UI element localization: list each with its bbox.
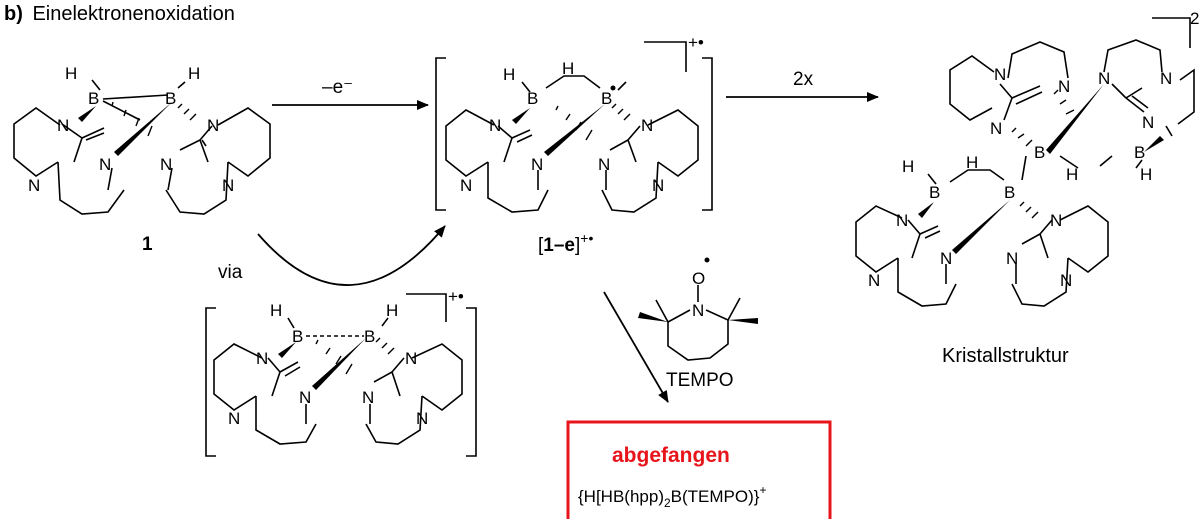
wedge-bond (918, 202, 934, 218)
hashed-bond (1019, 201, 1039, 219)
atom-h: H (902, 157, 914, 176)
atom-n: N (160, 155, 172, 174)
panel-label: b) (4, 3, 23, 25)
atom-b: B (364, 327, 375, 346)
radical-cation-label: [1–e]+• (538, 230, 593, 256)
atom-n: N (994, 65, 1006, 84)
atom-n: N (207, 116, 219, 135)
molecule-intermediate (213, 317, 463, 445)
atom-n: N (489, 116, 501, 135)
hashed-bond (1011, 89, 1075, 147)
atom-n: N (57, 116, 69, 135)
atom-b: B (1034, 143, 1045, 162)
wedge-bond (512, 108, 530, 124)
wedge-bond (312, 338, 366, 390)
atom-n: N (1058, 77, 1070, 96)
trapping-arrow (603, 291, 669, 403)
atom-h: H (386, 301, 398, 320)
atom-h: H (65, 64, 77, 83)
atom-b: B (527, 89, 538, 108)
atom-n: N (222, 176, 234, 195)
atom-h: H (1066, 165, 1078, 184)
wedge-bond (114, 102, 172, 156)
atom-b: B (1134, 143, 1145, 162)
atom-b: B (1004, 183, 1015, 202)
atom-n: N (1060, 271, 1072, 290)
atom-n: N (896, 211, 908, 230)
svg-text:b) Einelektronenoxidation: b) Einelektronenoxidation (4, 3, 235, 25)
atom-n: N (531, 155, 543, 174)
atom-n: N (990, 119, 1002, 138)
compound-1-label: 1 (142, 234, 153, 255)
atom-h: H (188, 64, 200, 83)
atom-n: N (228, 409, 240, 428)
molecule-radical-cation (445, 75, 699, 213)
trapped-product-box (566, 420, 832, 519)
radical-charge: +• (688, 33, 704, 52)
atom-h: H (966, 153, 978, 172)
trapped-title: abgefangen (612, 444, 730, 467)
atom-n: N (460, 176, 472, 195)
atom-n: N (652, 176, 664, 195)
atom-b: B (601, 89, 612, 108)
tempo-label: TEMPO (666, 370, 734, 391)
panel-title: Einelektronenoxidation (32, 3, 234, 25)
atom-h: H (562, 59, 574, 78)
wedge-bond (638, 312, 668, 322)
hashed-bond (315, 337, 395, 375)
wedge-bond (952, 200, 1010, 254)
atom-b: B (88, 89, 99, 108)
hashed-bond (555, 103, 631, 141)
molecule-1 (13, 79, 271, 215)
via-curved-arrow (257, 225, 446, 286)
wedge-bond (78, 106, 96, 122)
atom-n: N (1006, 249, 1018, 268)
molecule-crystal-upper (949, 39, 1195, 169)
molecule-crystal-lower (855, 155, 1109, 307)
dimerization-label: 2x (793, 69, 814, 90)
radical-cation-brackets (435, 41, 713, 211)
atom-n: N (692, 301, 704, 320)
radical-dot (704, 257, 710, 263)
atom-b: B (292, 327, 303, 346)
wedge-bond (728, 318, 758, 324)
atom-b: B (929, 183, 940, 202)
atom-n: N (1098, 69, 1110, 88)
crystal-bracket (1152, 17, 1191, 48)
wedge-bond (278, 342, 296, 358)
atom-n: N (940, 249, 952, 268)
wedge-bond (1046, 84, 1104, 154)
hashed-bond (111, 101, 197, 137)
atom-n: N (1050, 211, 1062, 230)
atom-n: N (1160, 69, 1172, 88)
atom-n: N (256, 349, 268, 368)
atom-n: N (868, 271, 880, 290)
oxidation-label: –e⁻ (322, 77, 353, 98)
atom-b: B (165, 89, 176, 108)
atom-n: N (641, 116, 653, 135)
atom-h: H (503, 65, 515, 84)
atom-h: H (1140, 165, 1152, 184)
atom-n: N (299, 388, 311, 407)
atom-h: H (270, 301, 282, 320)
molecule-tempo (655, 285, 741, 361)
atom-n: N (416, 409, 428, 428)
intermediate-charge: +• (448, 287, 464, 306)
trapped-formula: {H[HB(hpp)2B(TEMPO)}+ (578, 483, 766, 510)
atom-n: N (99, 155, 111, 174)
atom-n: N (405, 349, 417, 368)
atom-n: N (362, 388, 374, 407)
intermediate-brackets (205, 293, 477, 457)
via-label: via (218, 262, 243, 283)
wedge-bond (1144, 136, 1164, 152)
radical-dot (610, 85, 616, 91)
atom-n: N (598, 155, 610, 174)
atom-o: O (692, 269, 705, 288)
atom-n: N (1142, 113, 1154, 132)
wedge-bond (544, 104, 605, 156)
crystal-structure-label: Kristallstruktur (942, 345, 1069, 367)
atom-n: N (28, 176, 40, 195)
dication-charge: 2+ (1190, 9, 1200, 28)
